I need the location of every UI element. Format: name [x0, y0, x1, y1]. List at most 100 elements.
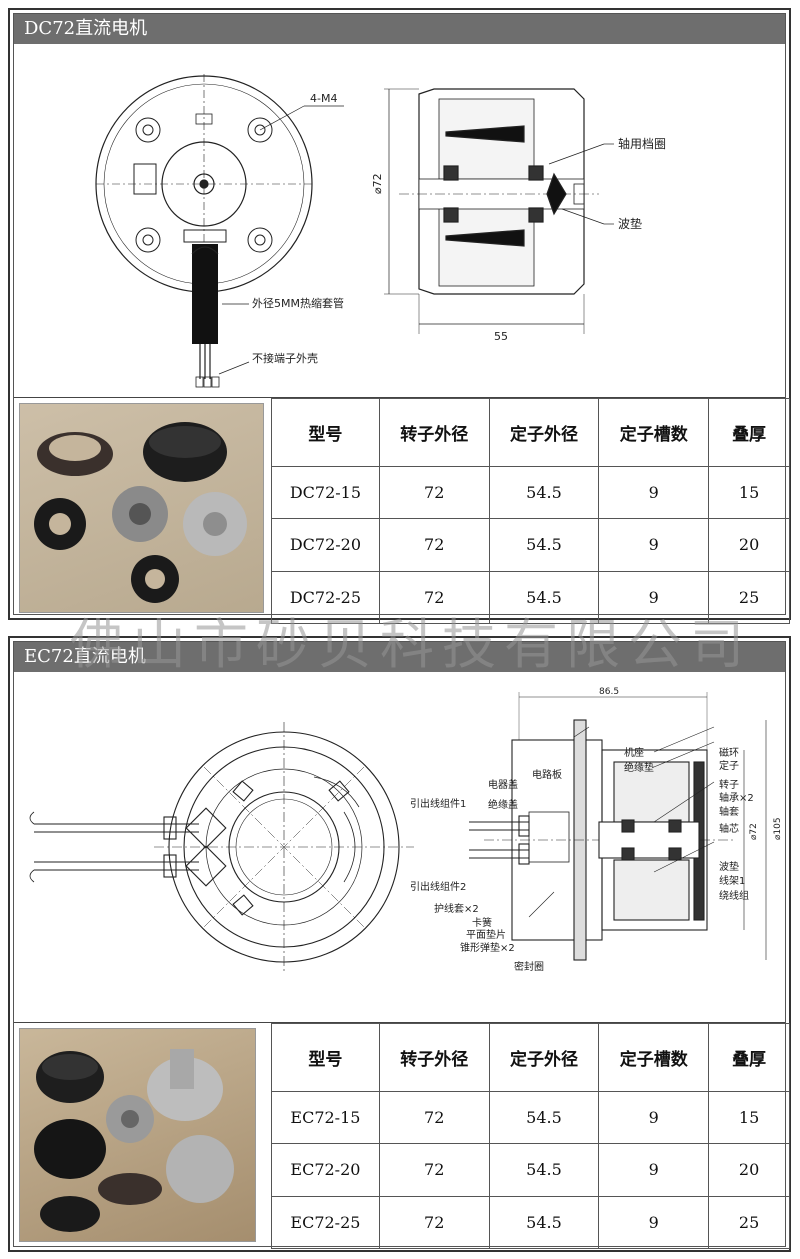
ec72-dim-width: 86.5 [599, 687, 619, 697]
dc72-header-model: 型号 [271, 397, 380, 468]
ec72-label-cone-washer: 锥形弹垫×2 [460, 941, 515, 954]
ec72-cell-model: EC72-20 [271, 1143, 380, 1197]
dc72-dim-length: 55 [494, 330, 508, 343]
dc72-spec-area: 型号 转子外径 定子外径 定子槽数 叠厚 DC72-15 72 54.5 9 1… [14, 397, 790, 625]
ec72-label-flat-washer: 平面垫片 [466, 928, 506, 941]
dc72-parts-photo-svg [34, 422, 247, 603]
dc72-cell-slots: 9 [598, 466, 710, 520]
ec72-cell-model: EC72-15 [271, 1091, 380, 1145]
ec72-cell-stack: 20 [708, 1143, 790, 1197]
ec72-label-pcb: 电路板 [532, 768, 562, 781]
dc72-cell-rotor-od: 72 [378, 518, 490, 572]
ec72-cell-stack: 25 [708, 1195, 790, 1250]
table-row: DC72-20 72 54.5 9 20 [271, 518, 790, 572]
dc72-label-wave-washer: 波垫 [618, 216, 642, 231]
ec72-label-shaft-core: 轴芯 [719, 822, 739, 835]
ec72-label-sheath: 护线套×2 [434, 902, 479, 915]
dc72-cell-stator-od: 54.5 [488, 466, 600, 520]
ec72-label-seal: 密封圈 [514, 960, 544, 973]
ec72-label-base: 机座 [624, 746, 644, 759]
dc72-cell-rotor-od: 72 [378, 466, 490, 520]
ec72-label-lead1: 引出线组件1 [410, 797, 466, 810]
dc72-dim-diameter: ⌀72 [371, 173, 384, 194]
ec72-spec-area: 型号 转子外径 定子外径 定子槽数 叠厚 EC72-15 72 54.5 9 1… [14, 1022, 790, 1250]
ec72-cell-slots: 9 [598, 1091, 710, 1145]
ec72-header-stator-od: 定子外径 [488, 1022, 600, 1093]
ec72-label-wave-washer: 波垫 [719, 860, 739, 873]
dc72-cell-stack: 25 [708, 570, 790, 625]
ec72-parts-photo-svg [34, 1049, 234, 1232]
ec72-cell-rotor-od: 72 [378, 1091, 490, 1145]
ec72-cell-rotor-od: 72 [378, 1195, 490, 1250]
ec72-front-view [29, 722, 414, 972]
ec72-cell-stator-od: 54.5 [488, 1091, 600, 1145]
ec72-drawing: 引出线组件1 引出线组件2 护线套×2 卡簧 平面垫片 锥形弹垫×2 密封圈 电… [14, 672, 785, 1022]
dc72-title: DC72直流电机 [14, 14, 785, 44]
dc72-label-m4: 4-M4 [310, 92, 337, 105]
ec72-parts-photo [19, 1028, 256, 1242]
dc72-label-bearing-ring: 轴用档圈 [618, 136, 666, 151]
ec72-label-winding: 绕线组 [719, 889, 749, 902]
ec72-header-model: 型号 [271, 1022, 380, 1093]
table-row: EC72-15 72 54.5 9 15 [271, 1091, 790, 1145]
ec72-label-circlip: 卡簧 [472, 916, 492, 929]
dc72-header-stator-od: 定子外径 [488, 397, 600, 468]
ec72-dim-d72: ⌀72 [749, 823, 759, 840]
ec72-header-slots: 定子槽数 [598, 1022, 710, 1093]
dc72-panel: DC72直流电机 [8, 8, 791, 625]
ec72-drawing-svg: 引出线组件1 引出线组件2 护线套×2 卡簧 平面垫片 锥形弹垫×2 密封圈 电… [29, 687, 783, 973]
table-row: DC72-15 72 54.5 9 15 [271, 466, 790, 520]
ec72-label-frame: 线架1 [719, 874, 745, 887]
ec72-spec-table: 型号 转子外径 定子外径 定子槽数 叠厚 EC72-15 72 54.5 9 1… [271, 1022, 790, 1250]
dc72-cell-model: DC72-20 [271, 518, 380, 572]
dc72-label-sleeve: 外径5MM热缩套管 [252, 296, 344, 310]
dc72-cell-stator-od: 54.5 [488, 570, 600, 625]
dc72-spec-table: 型号 转子外径 定子外径 定子槽数 叠厚 DC72-15 72 54.5 9 1… [271, 397, 790, 625]
table-row: EC72-20 72 54.5 9 20 [271, 1143, 790, 1197]
dc72-cell-model: DC72-15 [271, 466, 380, 520]
ec72-cell-slots: 9 [598, 1143, 710, 1197]
company-watermark: 佛山市砂贝科技有限公司 [70, 613, 752, 676]
ec72-title: EC72直流电机 [14, 642, 785, 672]
dc72-panel-inner: DC72直流电机 [13, 13, 790, 625]
ec72-cell-stack: 15 [708, 1091, 790, 1145]
dc72-header-slots: 定子槽数 [598, 397, 710, 468]
dc72-parts-photo [19, 403, 264, 613]
dc72-drawing-svg: 4-M4 外径5MM热缩套管 不接端子外壳 [95, 74, 666, 388]
dc72-cell-slots: 9 [598, 570, 710, 625]
ec72-cell-rotor-od: 72 [378, 1143, 490, 1197]
table-row: DC72-25 72 54.5 9 25 [271, 570, 790, 625]
ec72-dim-d105: ⌀105 [773, 817, 783, 840]
dc72-cell-model: DC72-25 [271, 570, 380, 625]
dc72-cell-stator-od: 54.5 [488, 518, 600, 572]
dc72-header-rotor-od: 转子外径 [378, 397, 490, 468]
dc72-front-view [95, 74, 344, 388]
ec72-label-bearing: 轴承×2 [719, 791, 754, 804]
ec72-label-lead2: 引出线组件2 [410, 880, 466, 893]
ec72-label-magnet-ring: 磁环 [719, 746, 739, 759]
ec72-label-insulation-cover: 绝缘盖 [488, 798, 518, 811]
ec72-header-stack: 叠厚 [708, 1022, 790, 1093]
ec72-cell-slots: 9 [598, 1195, 710, 1250]
ec72-cell-stator-od: 54.5 [488, 1195, 600, 1250]
dc72-label-no-terminal: 不接端子外壳 [252, 351, 318, 365]
ec72-table-header-row: 型号 转子外径 定子外径 定子槽数 叠厚 [271, 1022, 790, 1093]
dc72-header-stack: 叠厚 [708, 397, 790, 468]
dc72-cell-slots: 9 [598, 518, 710, 572]
dc72-cell-rotor-od: 72 [378, 570, 490, 625]
ec72-label-pcb-cover: 电器盖 [488, 778, 518, 791]
ec72-label-rotor: 转子 [719, 778, 739, 791]
ec72-label-shaft-sleeve: 轴套 [719, 805, 739, 818]
ec72-cell-model: EC72-25 [271, 1195, 380, 1250]
dc72-cell-stack: 15 [708, 466, 790, 520]
ec72-header-rotor-od: 转子外径 [378, 1022, 490, 1093]
ec72-label-stator: 定子 [719, 759, 739, 772]
ec72-label-insulation-pad: 绝缘垫 [624, 761, 654, 774]
ec72-panel-inner: EC72直流电机 [13, 641, 790, 1250]
ec72-cell-stator-od: 54.5 [488, 1143, 600, 1197]
dc72-drawing: 4-M4 外径5MM热缩套管 不接端子外壳 [14, 44, 785, 397]
table-row: EC72-25 72 54.5 9 25 [271, 1195, 790, 1250]
dc72-cell-stack: 20 [708, 518, 790, 572]
ec72-section-view [469, 692, 767, 961]
dc72-side-view [384, 88, 614, 334]
